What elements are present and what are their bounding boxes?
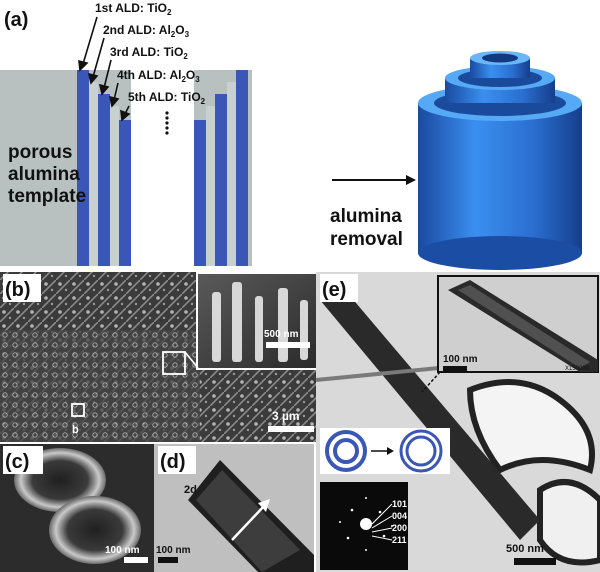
pore-gap [131, 70, 194, 266]
inset-scale-bar-e [443, 366, 467, 371]
label-bg-c [3, 446, 43, 474]
tio2-layer-1 [77, 70, 89, 266]
label-bg-e [320, 274, 358, 302]
tio2-layer-1-right [236, 70, 248, 266]
panel-e: (e) 100 nm X150000 [315, 272, 600, 572]
tio2-layer-5 [119, 120, 131, 266]
inset-tube-core-e [458, 285, 590, 368]
inset-tag-e: X150000 [565, 366, 590, 372]
nanotube-d-core [196, 470, 300, 572]
ald-step-3: 3rd ALD: TiO2 [110, 45, 188, 61]
inset-scale-b: 500 nm [264, 329, 299, 340]
ald-step-1: 1st ALD: TiO2 [95, 1, 172, 17]
membrane-loop-1 [466, 379, 595, 475]
nested-nanotube-cylinder [418, 51, 582, 270]
al2o3-layer-2 [89, 82, 98, 266]
panel-letter-b: (b) [5, 279, 31, 301]
inset-scale-e: 100 nm [443, 354, 478, 365]
ald-step-5: 5th ALD: TiO2 [128, 90, 206, 106]
scale-bar-e [514, 558, 556, 565]
main-scale-b: 3 µm [272, 409, 300, 423]
panel-letter-d: (d) [160, 451, 186, 473]
nanotube-e [320, 290, 540, 540]
template-label-line2: alumina [8, 164, 80, 185]
panel-b: (b) 500 nm b 3 µm [0, 272, 322, 442]
scale-c: 100 nm [105, 545, 140, 556]
template-label-line3: template [8, 186, 86, 207]
zoom-line-e [421, 371, 441, 393]
scale-d: 100 nm [156, 545, 191, 556]
ring-right [399, 429, 443, 473]
diffraction-spots [339, 497, 393, 551]
ring-arrowhead [387, 447, 394, 455]
marker-d: 2d [184, 484, 197, 496]
ring-left [325, 430, 367, 472]
label-bg-d [158, 446, 196, 474]
template-label-line1: porous [8, 142, 72, 163]
tio2-layer-3 [98, 94, 110, 266]
al2o3-layer-2-right [227, 82, 236, 266]
panel-letter-e: (e) [322, 279, 346, 301]
label-bg-b [3, 274, 41, 302]
nanotube-bottom [49, 496, 141, 564]
arrow-d [231, 504, 266, 541]
al2o3-layer-4 [110, 106, 119, 266]
sem-texture-overlay [0, 330, 200, 442]
arrowhead-d [258, 499, 270, 512]
panel-letter-a: (a) [4, 9, 28, 31]
diffraction-plane-2: 004 [392, 511, 407, 521]
diffraction-plane-3: 200 [392, 523, 407, 533]
diffraction-plane-1: 101 [392, 499, 407, 509]
ellipsis-dots [165, 111, 169, 135]
scale-bar-b [268, 426, 314, 432]
tio2-layer-5-right [194, 120, 206, 266]
ald-step-2: 2nd ALD: Al2O3 [103, 23, 190, 39]
marker-b: b [72, 424, 79, 436]
panel-c: (c) 100 nm [0, 444, 154, 572]
ald-arrows [78, 16, 131, 122]
scale-bar-c [124, 557, 148, 563]
scale-bar-d [158, 557, 178, 563]
tio2-layer-3-right [215, 94, 227, 266]
zoom-line-b [184, 351, 199, 369]
inset-scale-bar-b [266, 342, 310, 348]
removal-label-line2: removal [330, 229, 403, 250]
marker-box-b [71, 403, 85, 417]
ald-step-4: 4th ALD: Al2O3 [117, 68, 200, 84]
panel-d: (d) 2d 100 nm [154, 444, 314, 572]
removal-label-line1: alumina [330, 206, 402, 227]
removal-arrowhead [406, 175, 416, 185]
panel-a: (a) 1st ALD: TiO2 2nd ALD: Al2O3 3rd ALD… [0, 1, 582, 270]
al2o3-layer-4-right [206, 106, 215, 266]
panel-letter-c: (c) [5, 451, 29, 473]
diffraction-plane-4: 211 [392, 535, 407, 545]
zoom-box-b [162, 351, 186, 375]
diffraction-leaders [371, 503, 393, 541]
main-scale-e: 500 nm [506, 543, 544, 555]
membrane-loop-2 [537, 479, 600, 566]
